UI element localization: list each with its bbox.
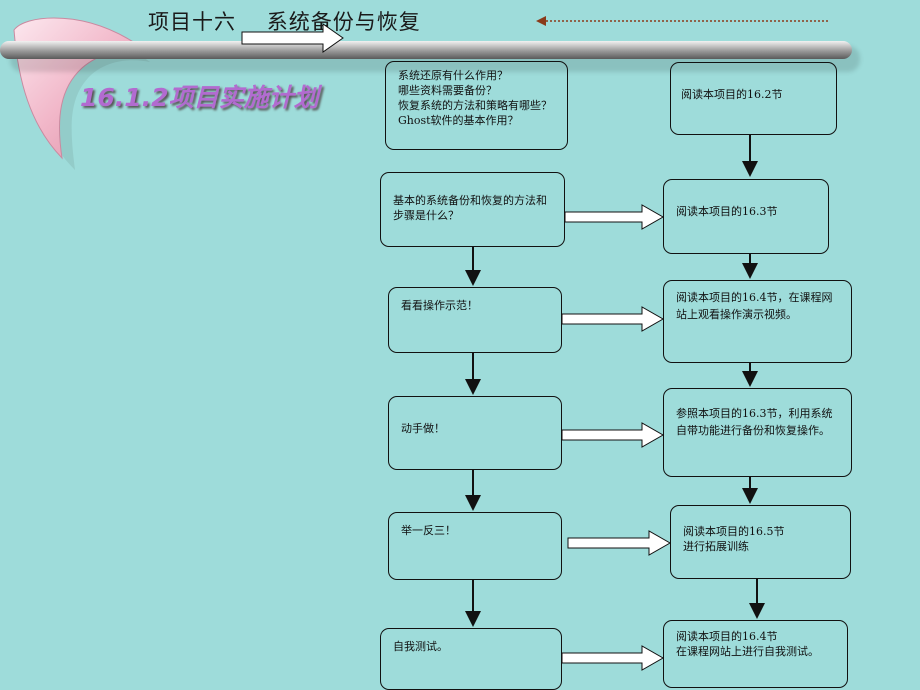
header-arrow	[241, 23, 344, 53]
dotted-arrow-head	[536, 16, 546, 26]
right-step-1-line-1: 阅读本项目的16.2节	[681, 88, 783, 101]
section-title: 16.1.2项目实施计划	[80, 83, 319, 112]
left-step-1-line-2: 哪些资料需要备份？	[398, 84, 497, 97]
left-step-1-line-4: Ghost软件的基本作用？	[398, 114, 519, 127]
right-arrow-2	[564, 204, 665, 230]
right-step-6-line-1: 阅读本项目的16.4节	[676, 630, 778, 643]
right-arrow-4	[561, 422, 665, 448]
right-step-3: 阅读本项目的16.4节，在课程网站上观看操作演示视频。	[663, 280, 852, 363]
right-arrow-3	[561, 306, 665, 332]
right-step-2-line-1: 阅读本项目的16.3节	[676, 205, 778, 218]
left-step-3-line-1: 看看操作示范！	[401, 299, 478, 312]
header-title: 项目十六 系统备份与恢复	[148, 10, 421, 34]
right-step-4-line-1: 参照本项目的16.3节，利用系统自带功能进行备份和恢复操作。	[676, 407, 833, 437]
left-step-2-line-1: 基本的系统备份和恢复的方法和步骤是什么？	[393, 194, 547, 222]
right-step-5-line-1: 阅读本项目的16.5节	[683, 525, 785, 538]
left-step-6-line-1: 自我测试。	[393, 640, 448, 653]
header-bar	[0, 41, 852, 59]
left-step-2: 基本的系统备份和恢复的方法和步骤是什么？	[380, 172, 565, 247]
left-step-5: 举一反三！	[388, 512, 562, 580]
right-step-2: 阅读本项目的16.3节	[663, 179, 829, 254]
left-step-1-line-1: 系统还原有什么作用？	[398, 69, 508, 82]
right-step-5-line-2: 进行拓展训练	[683, 540, 749, 553]
right-arrow-5	[567, 530, 672, 556]
right-arrow-6	[561, 645, 665, 671]
left-step-1: 系统还原有什么作用？ 哪些资料需要备份？ 恢复系统的方法和策略有哪些？ Ghos…	[385, 61, 568, 150]
right-step-1: 阅读本项目的16.2节	[670, 62, 837, 135]
right-step-3-line-1: 阅读本项目的16.4节，在课程网站上观看操作演示视频。	[676, 291, 833, 321]
left-step-5-line-1: 举一反三！	[401, 524, 456, 537]
left-step-1-line-3: 恢复系统的方法和策略有哪些？	[398, 99, 552, 112]
right-step-5: 阅读本项目的16.5节 进行拓展训练	[670, 505, 851, 579]
right-step-4: 参照本项目的16.3节，利用系统自带功能进行备份和恢复操作。	[663, 388, 852, 477]
left-step-4-line-1: 动手做！	[401, 422, 445, 435]
right-step-6-line-2: 在课程网站上进行自我测试。	[676, 645, 819, 658]
right-step-6: 阅读本项目的16.4节 在课程网站上进行自我测试。	[663, 620, 848, 688]
